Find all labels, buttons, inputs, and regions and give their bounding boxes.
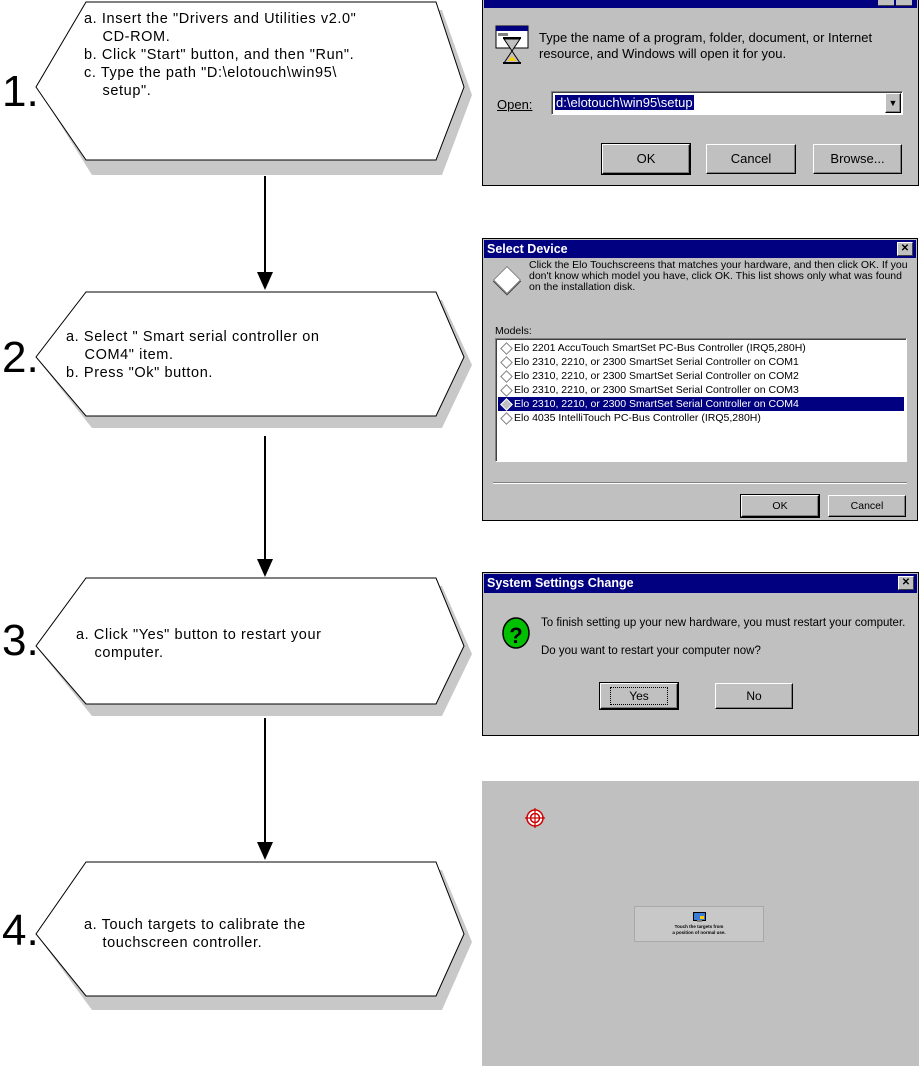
- svg-text:?: ?: [509, 623, 522, 648]
- run-titlebar-buttons: [878, 0, 914, 6]
- question-icon: ?: [501, 617, 531, 651]
- run-dialog-titlebar: [484, 0, 917, 8]
- run-open-label: Open:: [497, 97, 533, 112]
- step-3-number: 3.: [2, 616, 39, 665]
- restart-question: Do you want to restart your computer now…: [541, 645, 761, 657]
- step-4-number: 4.: [2, 906, 39, 955]
- close-icon[interactable]: ✕: [897, 242, 913, 256]
- select-device-titlebar: Select Device ✕: [484, 240, 916, 258]
- step-1-text: a. Insert the "Drivers and Utilities v2.…: [84, 11, 357, 99]
- step-1-number: 1.: [2, 67, 39, 116]
- list-item[interactable]: Elo 2310, 2210, or 2300 SmartSet Serial …: [498, 355, 904, 369]
- close-icon[interactable]: ✕: [898, 576, 914, 590]
- select-device-ok-button[interactable]: OK: [740, 494, 820, 518]
- list-item[interactable]: Elo 4035 IntelliTouch PC-Bus Controller …: [498, 411, 904, 425]
- run-open-combobox[interactable]: d:\elotouch\win95\setup ▼: [551, 91, 903, 115]
- monitor-icon: [693, 910, 706, 922]
- run-cancel-button[interactable]: Cancel: [706, 144, 796, 174]
- step-4-text: a. Touch targets to calibrate the touchs…: [84, 917, 306, 951]
- step-3-hexagon: a. Click "Yes" button to restart your co…: [35, 576, 476, 716]
- step-2-number: 2.: [2, 333, 39, 382]
- restart-dialog-title: System Settings Change: [487, 576, 634, 590]
- chevron-down-icon: ▼: [888, 98, 898, 108]
- step-4-hexagon: a. Touch targets to calibrate the touchs…: [35, 860, 476, 1010]
- diamond-icon: [500, 384, 513, 397]
- divider: [493, 482, 907, 484]
- flow-arrow-2: [257, 436, 273, 577]
- models-label: Models:: [495, 325, 532, 337]
- select-device-title: Select Device: [487, 242, 568, 256]
- diamond-icon: [500, 356, 513, 369]
- list-item[interactable]: Elo 2310, 2210, or 2300 SmartSet Serial …: [498, 369, 904, 383]
- run-dialog: Type the name of a program, folder, docu…: [482, 0, 919, 186]
- list-item[interactable]: Elo 2310, 2210, or 2300 SmartSet Serial …: [498, 383, 904, 397]
- run-dropdown-button[interactable]: ▼: [885, 93, 901, 113]
- restart-dialog: System Settings Change ✕ ? To finish set…: [482, 572, 919, 736]
- select-device-cancel-button[interactable]: Cancel: [828, 495, 906, 517]
- calibration-line-1: Touch the targets from: [674, 924, 724, 929]
- list-item[interactable]: Elo 2201 AccuTouch SmartSet PC-Bus Contr…: [498, 341, 904, 355]
- models-listbox[interactable]: Elo 2201 AccuTouch SmartSet PC-Bus Contr…: [495, 338, 907, 462]
- calibration-line-2: a position of normal use.: [672, 930, 726, 935]
- yes-label: Yes: [610, 687, 668, 705]
- target-icon[interactable]: [525, 808, 545, 828]
- run-ok-button[interactable]: OK: [601, 143, 691, 175]
- diamond-icon: [500, 412, 513, 425]
- calibration-screen: Touch the targets from a position of nor…: [482, 781, 919, 1066]
- step-3-text: a. Click "Yes" button to restart your co…: [76, 627, 322, 661]
- select-device-dialog: Select Device ✕ Click the Elo Touchscree…: [482, 238, 918, 521]
- calibration-message-box: Touch the targets from a position of nor…: [634, 906, 764, 942]
- run-open-input[interactable]: d:\elotouch\win95\setup: [555, 95, 694, 110]
- run-description: Type the name of a program, folder, docu…: [539, 30, 873, 61]
- flow-arrow-3: [257, 718, 273, 860]
- restart-yes-button[interactable]: Yes: [599, 682, 679, 710]
- restart-dialog-titlebar: System Settings Change ✕: [484, 574, 917, 593]
- diamond-icon: [500, 370, 513, 383]
- flow-arrow-1: [257, 176, 273, 290]
- diamond-icon: [500, 342, 513, 355]
- step-2-text: a. Select " Smart serial controller on C…: [66, 329, 320, 381]
- restart-message: To finish setting up your new hardware, …: [541, 617, 906, 629]
- run-browse-button[interactable]: Browse...: [813, 144, 902, 174]
- select-device-instructions: Click the Elo Touchscreens that matches …: [529, 259, 908, 293]
- restart-no-button[interactable]: No: [715, 683, 793, 709]
- list-item-selected[interactable]: Elo 2310, 2210, or 2300 SmartSet Serial …: [498, 397, 904, 411]
- run-program-icon: [495, 25, 529, 65]
- step-2-hexagon: a. Select " Smart serial controller on C…: [35, 290, 476, 430]
- diamond-icon: [492, 265, 522, 295]
- diamond-icon: [500, 398, 513, 411]
- step-1-hexagon: a. Insert the "Drivers and Utilities v2.…: [35, 0, 476, 178]
